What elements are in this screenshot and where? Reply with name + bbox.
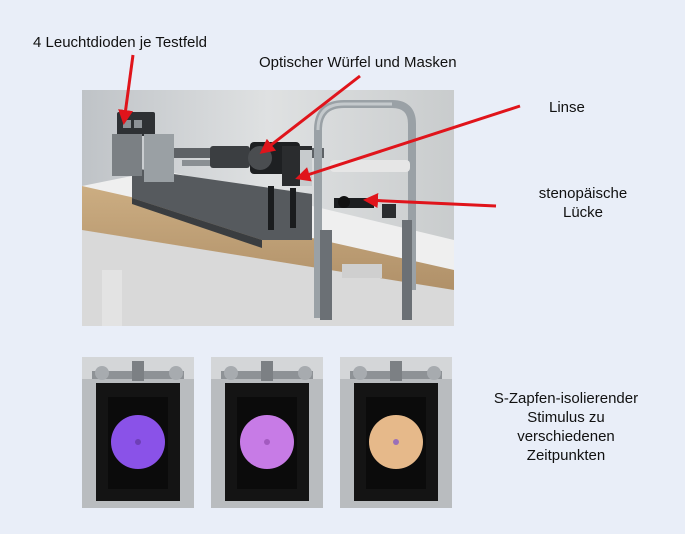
label-lens: Linse <box>549 99 585 116</box>
label-stimulus-line4: Zeitpunkten <box>526 447 606 464</box>
stimulus-photo-1 <box>82 357 194 508</box>
label-stimulus: S-Zapfen-isolierender Stimulus zu versch… <box>476 389 656 465</box>
stimulus-photo-3 <box>340 357 452 508</box>
label-stimulus-line2: Stimulus zu <box>527 409 605 426</box>
apparatus-photo <box>82 90 454 326</box>
label-pupil-line2: Lücke <box>562 204 604 221</box>
label-cube: Optischer Würfel und Masken <box>259 54 457 71</box>
label-stimulus-line3: verschiedenen <box>517 428 615 445</box>
label-pupil-line1: stenopäische <box>538 185 628 202</box>
label-leds: 4 Leuchtdioden je Testfeld <box>33 34 208 51</box>
label-pupil: stenopäische Lücke <box>528 184 638 222</box>
stimulus-photo-2 <box>211 357 323 508</box>
label-stimulus-line1: S-Zapfen-isolierender <box>493 390 639 407</box>
